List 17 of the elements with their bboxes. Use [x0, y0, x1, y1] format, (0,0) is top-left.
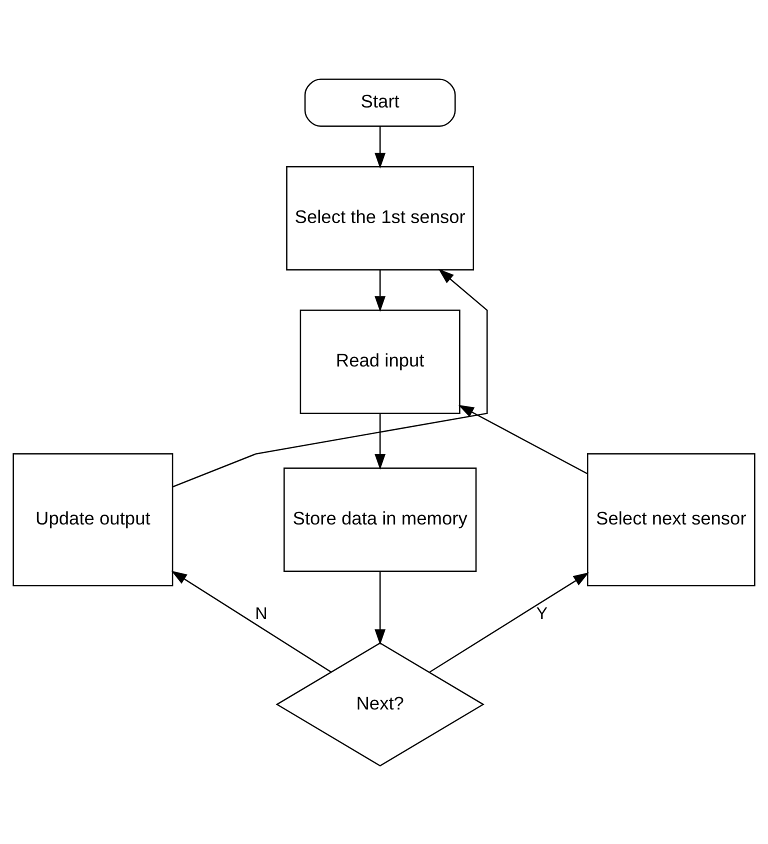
arrow — [374, 571, 386, 644]
node-diamond: Next? — [276, 642, 484, 766]
arrow — [458, 404, 588, 474]
arrow — [171, 570, 332, 672]
node-box: Select next sensor — [586, 452, 756, 586]
edge-label: Y — [536, 603, 548, 622]
node-box: Select the 1st sensor — [286, 166, 474, 270]
edge-label: N — [255, 603, 268, 622]
node-box: Start — [304, 78, 456, 126]
arrow — [374, 270, 386, 312]
node-box: Read input — [300, 309, 460, 414]
arrow — [374, 126, 386, 168]
arrow — [429, 572, 590, 672]
node-box: Update output — [12, 452, 174, 586]
node-box: Store data in memory — [284, 467, 477, 572]
arrow — [374, 413, 386, 470]
arrow — [172, 268, 488, 487]
